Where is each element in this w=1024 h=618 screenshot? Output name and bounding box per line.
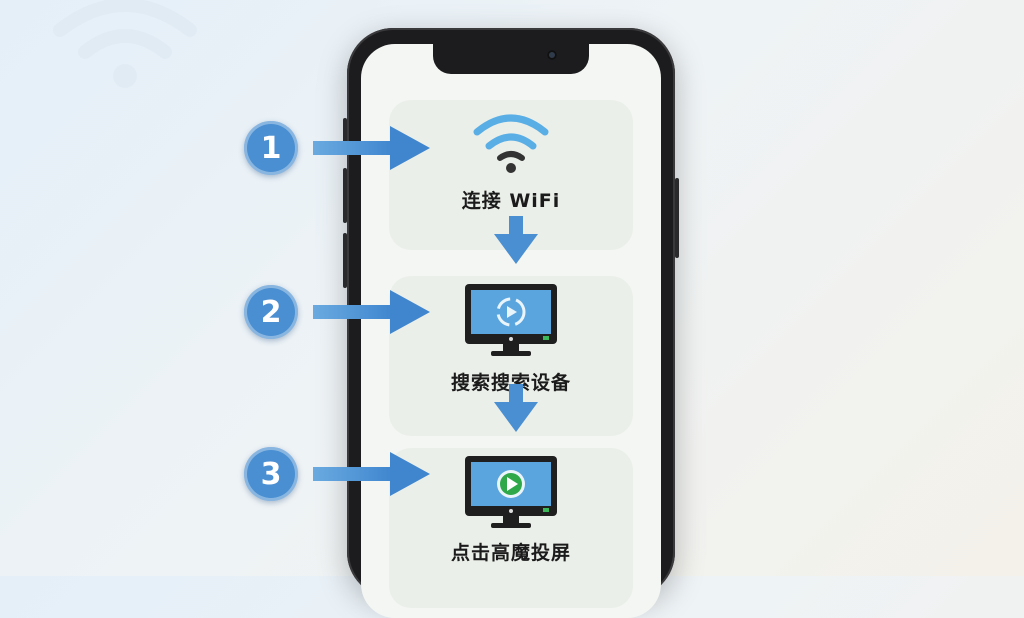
arrow-step-1 — [313, 126, 430, 170]
mute-switch — [343, 118, 347, 148]
arrow-step-3 — [313, 452, 430, 496]
power-button — [675, 178, 679, 258]
monitor-search-icon — [465, 284, 557, 356]
step-2-label: 搜索搜索设备 — [450, 372, 571, 394]
volume-down-button — [343, 233, 347, 288]
step-card-search[interactable]: 搜索搜索设备 — [389, 276, 633, 436]
monitor-play-icon — [465, 456, 557, 528]
volume-up-button — [343, 168, 347, 223]
step-badge-3: 3 — [244, 447, 298, 501]
background-wifi-icon — [53, 0, 197, 88]
step-1-label: 连接 WiFi — [461, 190, 561, 212]
flow-arrows — [313, 126, 538, 496]
wifi-icon — [473, 114, 549, 173]
arrow-step-2 — [313, 290, 430, 334]
front-camera-icon — [547, 50, 557, 60]
step-badge-2: 2 — [244, 285, 298, 339]
step-badge-1: 1 — [244, 121, 298, 175]
phone-notch — [433, 44, 589, 74]
arrow-down-1 — [494, 216, 538, 264]
step-3-label: 点击高魔投屏 — [450, 542, 571, 564]
arrow-down-2 — [494, 384, 538, 432]
